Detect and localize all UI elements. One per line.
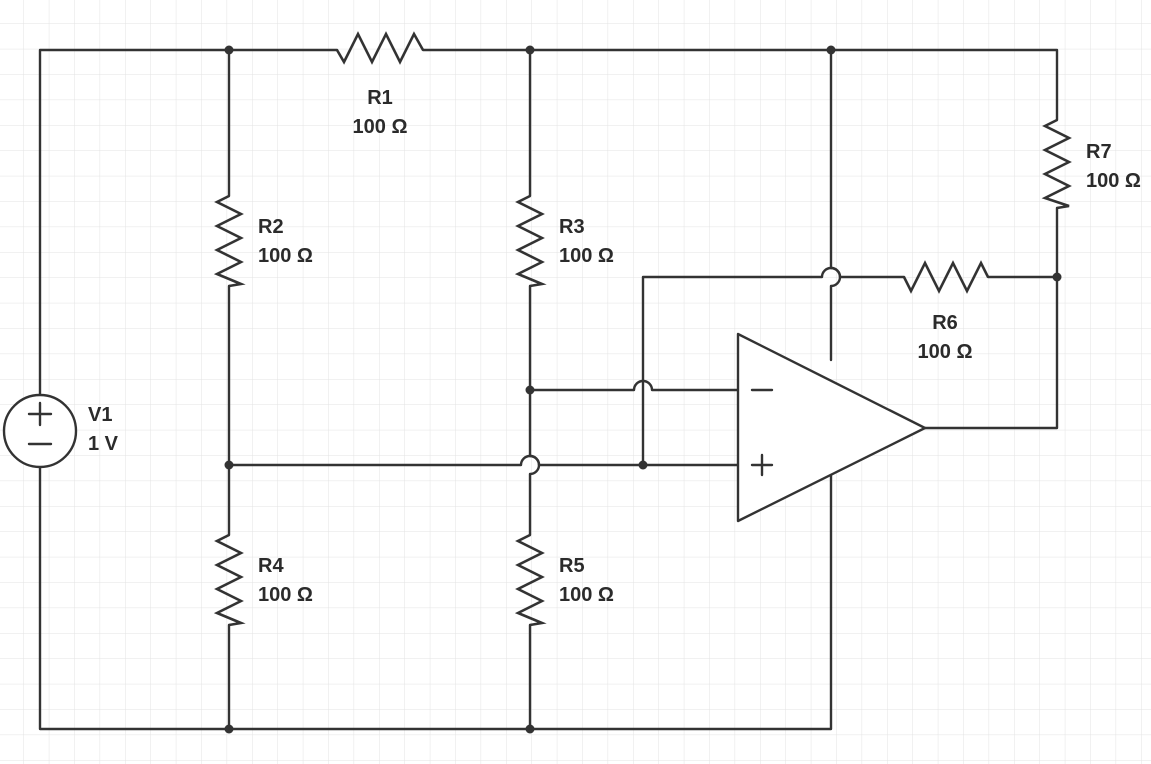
r7-value: 100 Ω (1086, 170, 1141, 192)
r3-label: R3 100 Ω (559, 213, 614, 271)
r7-label: R7 100 Ω (1086, 138, 1151, 196)
junction-dot (224, 724, 234, 734)
r3-value: 100 Ω (559, 245, 614, 267)
junctions (224, 45, 1062, 734)
wire-top-right (421, 48, 1059, 122)
r1-name: R1 (367, 87, 393, 109)
r2-value: 100 Ω (258, 245, 313, 267)
junction-dot (224, 460, 234, 470)
junction-dot (826, 45, 836, 55)
opamp-body (736, 332, 927, 523)
opamp (736, 332, 927, 523)
r7-name: R7 (1086, 141, 1112, 163)
source-circle (2, 393, 78, 469)
voltage-source-v1 (2, 393, 78, 469)
r1-label: R1 100 Ω (340, 84, 420, 142)
resistor-r5 (514, 533, 547, 627)
resistor-r3 (514, 194, 547, 288)
v1-label: V1 1 V (88, 401, 118, 459)
wires (38, 48, 1059, 731)
junction-dot (525, 724, 535, 734)
r5-label: R5 100 Ω (559, 552, 614, 610)
r1-value: 100 Ω (352, 116, 408, 138)
wire-top-left (38, 48, 339, 397)
resistor-r4 (213, 533, 246, 627)
r6-label: R6 100 Ω (905, 309, 985, 367)
junction-dot (638, 460, 648, 470)
v1-name: V1 (88, 404, 113, 426)
junction-dot (525, 45, 535, 55)
resistors (213, 31, 1072, 627)
wire-feedback (641, 266, 906, 467)
r4-label: R4 100 Ω (258, 552, 313, 610)
junction-dot (224, 45, 234, 55)
wire-bottom-rail (38, 465, 833, 731)
plus-sign-icon (750, 453, 774, 477)
resistor-r1 (335, 31, 425, 65)
r6-name: R6 (932, 312, 958, 334)
r2-label: R2 100 Ω (258, 213, 313, 271)
r2-name: R2 (258, 216, 284, 238)
r6-value: 100 Ω (917, 341, 973, 363)
resistor-r6 (902, 260, 990, 294)
junction-dot (1052, 272, 1062, 282)
r4-name: R4 (258, 555, 284, 577)
r5-name: R5 (559, 555, 585, 577)
resistor-r2 (213, 194, 246, 288)
r5-value: 100 Ω (559, 584, 614, 606)
junction-dot (525, 385, 535, 395)
wire-output (923, 275, 1059, 430)
r4-value: 100 Ω (258, 584, 313, 606)
resistor-r7 (1041, 118, 1072, 210)
wire-noninverting-input (227, 454, 740, 467)
r3-name: R3 (559, 216, 585, 238)
source-plus-icon (27, 401, 53, 427)
v1-value: 1 V (88, 433, 119, 455)
